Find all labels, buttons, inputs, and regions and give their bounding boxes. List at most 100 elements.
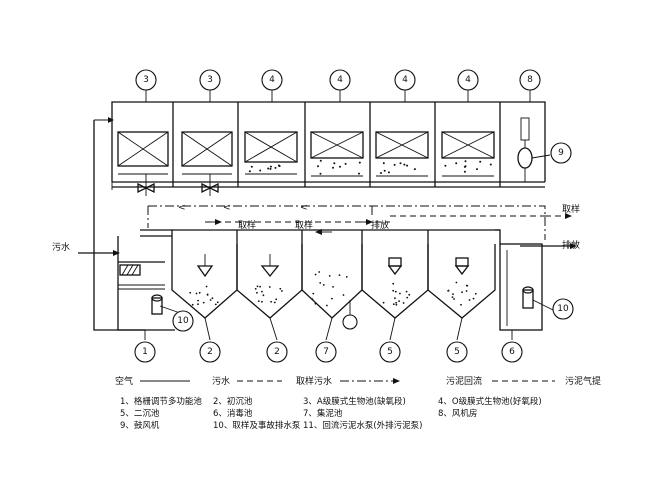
dot-particle [328, 275, 331, 277]
unit-circle [446, 341, 468, 363]
grille-icon [118, 264, 165, 290]
unit-number: 2 [274, 347, 280, 357]
blower-icon [517, 117, 551, 182]
note-item: 10、取样及事故排水泵 [213, 420, 301, 431]
flow-arrow-mark: < [300, 203, 308, 213]
dot-particle [403, 163, 406, 166]
dot-particle [332, 286, 334, 288]
dot-particle [279, 287, 282, 290]
sludge-particles [189, 271, 477, 307]
dot-particle [408, 293, 411, 296]
membrane-module-5 [375, 131, 429, 177]
unit-circle [379, 341, 401, 363]
legend-sample-sewage: 取样污水 [296, 375, 332, 387]
dot-particle [205, 285, 208, 288]
unit-circle [199, 341, 221, 363]
unit-circle [134, 341, 156, 363]
dot-particle [275, 298, 278, 301]
dot-particle [468, 299, 471, 301]
dot-particle [269, 167, 272, 170]
dot-particle [382, 301, 385, 304]
pump-icon [522, 286, 534, 309]
dot-particle [322, 284, 325, 286]
dot-particle [461, 291, 463, 294]
dot-particle [455, 162, 458, 165]
note-item: 2、初沉池 [213, 396, 253, 407]
dot-particle [464, 165, 467, 168]
dot-particle [267, 167, 270, 170]
note-item: 3、A级膜式生物池(缺氧段) [303, 396, 406, 407]
unit-number: 5 [454, 347, 460, 357]
bio-tank-row [111, 90, 546, 190]
dot-particle [197, 299, 200, 302]
dot-particle [257, 300, 260, 302]
dot-particle [358, 161, 361, 164]
dot-particle [269, 165, 272, 168]
membrane-module-2 [181, 131, 233, 175]
dot-particle [413, 168, 416, 171]
unit-number: 8 [527, 75, 533, 85]
dot-particle [197, 303, 199, 306]
dot-particle [358, 172, 360, 175]
dot-particle [281, 290, 283, 292]
dot-particle [460, 303, 462, 306]
dot-particle [254, 288, 257, 290]
dot-particle [312, 292, 315, 295]
unit-number: 3 [143, 75, 149, 85]
dot-particle [466, 285, 469, 287]
dot-particle [394, 290, 397, 293]
sampling-outlet-label: 取样 [562, 203, 580, 215]
unit-circle [457, 69, 479, 91]
dot-particle [319, 282, 322, 284]
dot-particle [398, 300, 400, 302]
membrane-module-6 [441, 131, 495, 177]
sludge-pump-icon [342, 300, 358, 330]
dot-particle [256, 291, 258, 294]
bottom-label-circles: 1 2 2 7 5 5 6 [134, 341, 523, 363]
dot-particle [444, 164, 447, 167]
dot-particle [262, 294, 265, 297]
legend: 空气 污水 取样污水 污泥回流 污泥气提 [115, 375, 601, 387]
sampling-label: 取样 [238, 219, 256, 231]
dot-particle [195, 292, 198, 295]
dot-particle [331, 297, 333, 300]
dot-particle [464, 160, 467, 163]
valve-icon [201, 174, 219, 196]
dot-particle [452, 293, 454, 295]
dot-particle [451, 296, 454, 298]
dot-particle [342, 294, 345, 296]
dot-particle [189, 291, 192, 294]
unit-circle [329, 69, 351, 91]
dot-particle [198, 291, 201, 294]
discharge-outlet-label: 排放 [562, 239, 580, 251]
dot-particle [206, 294, 209, 296]
dot-particle [333, 162, 336, 165]
unit-number: 1 [142, 347, 148, 357]
dot-particle [259, 169, 262, 172]
diffuser-icon [196, 254, 214, 278]
membrane-module-3 [244, 131, 298, 175]
note-item: 11、回流污泥水泵(外排污泥泵) [303, 420, 422, 431]
pump-icon [151, 294, 163, 315]
note-item: 7、集泥池 [303, 408, 343, 419]
dot-particle [476, 168, 478, 171]
dot-particle [332, 166, 334, 169]
dot-particle [216, 301, 219, 304]
legend-sewage: 污水 [212, 375, 230, 387]
dot-particle [472, 297, 475, 300]
notes: 1、格栅调节多功能池 2、初沉池 3、A级膜式生物池(缺氧段) 4、O级膜式生物… [120, 396, 542, 431]
note-item: 4、O级膜式生物池(好氧段) [438, 396, 542, 407]
dot-particle [318, 271, 321, 273]
dot-particle [393, 163, 396, 166]
dot-particle [392, 289, 395, 292]
dot-particle [406, 296, 409, 299]
dot-particle [383, 169, 386, 172]
dot-particle [259, 285, 261, 288]
diffuser-icon [454, 257, 470, 276]
note-item: 8、风机房 [438, 408, 477, 419]
sewage-inlet-label: 污水 [52, 241, 70, 253]
dot-particle [479, 160, 482, 163]
diffuser-icon [387, 257, 403, 276]
valve-icon [137, 174, 155, 196]
unit-number: 6 [509, 347, 515, 357]
